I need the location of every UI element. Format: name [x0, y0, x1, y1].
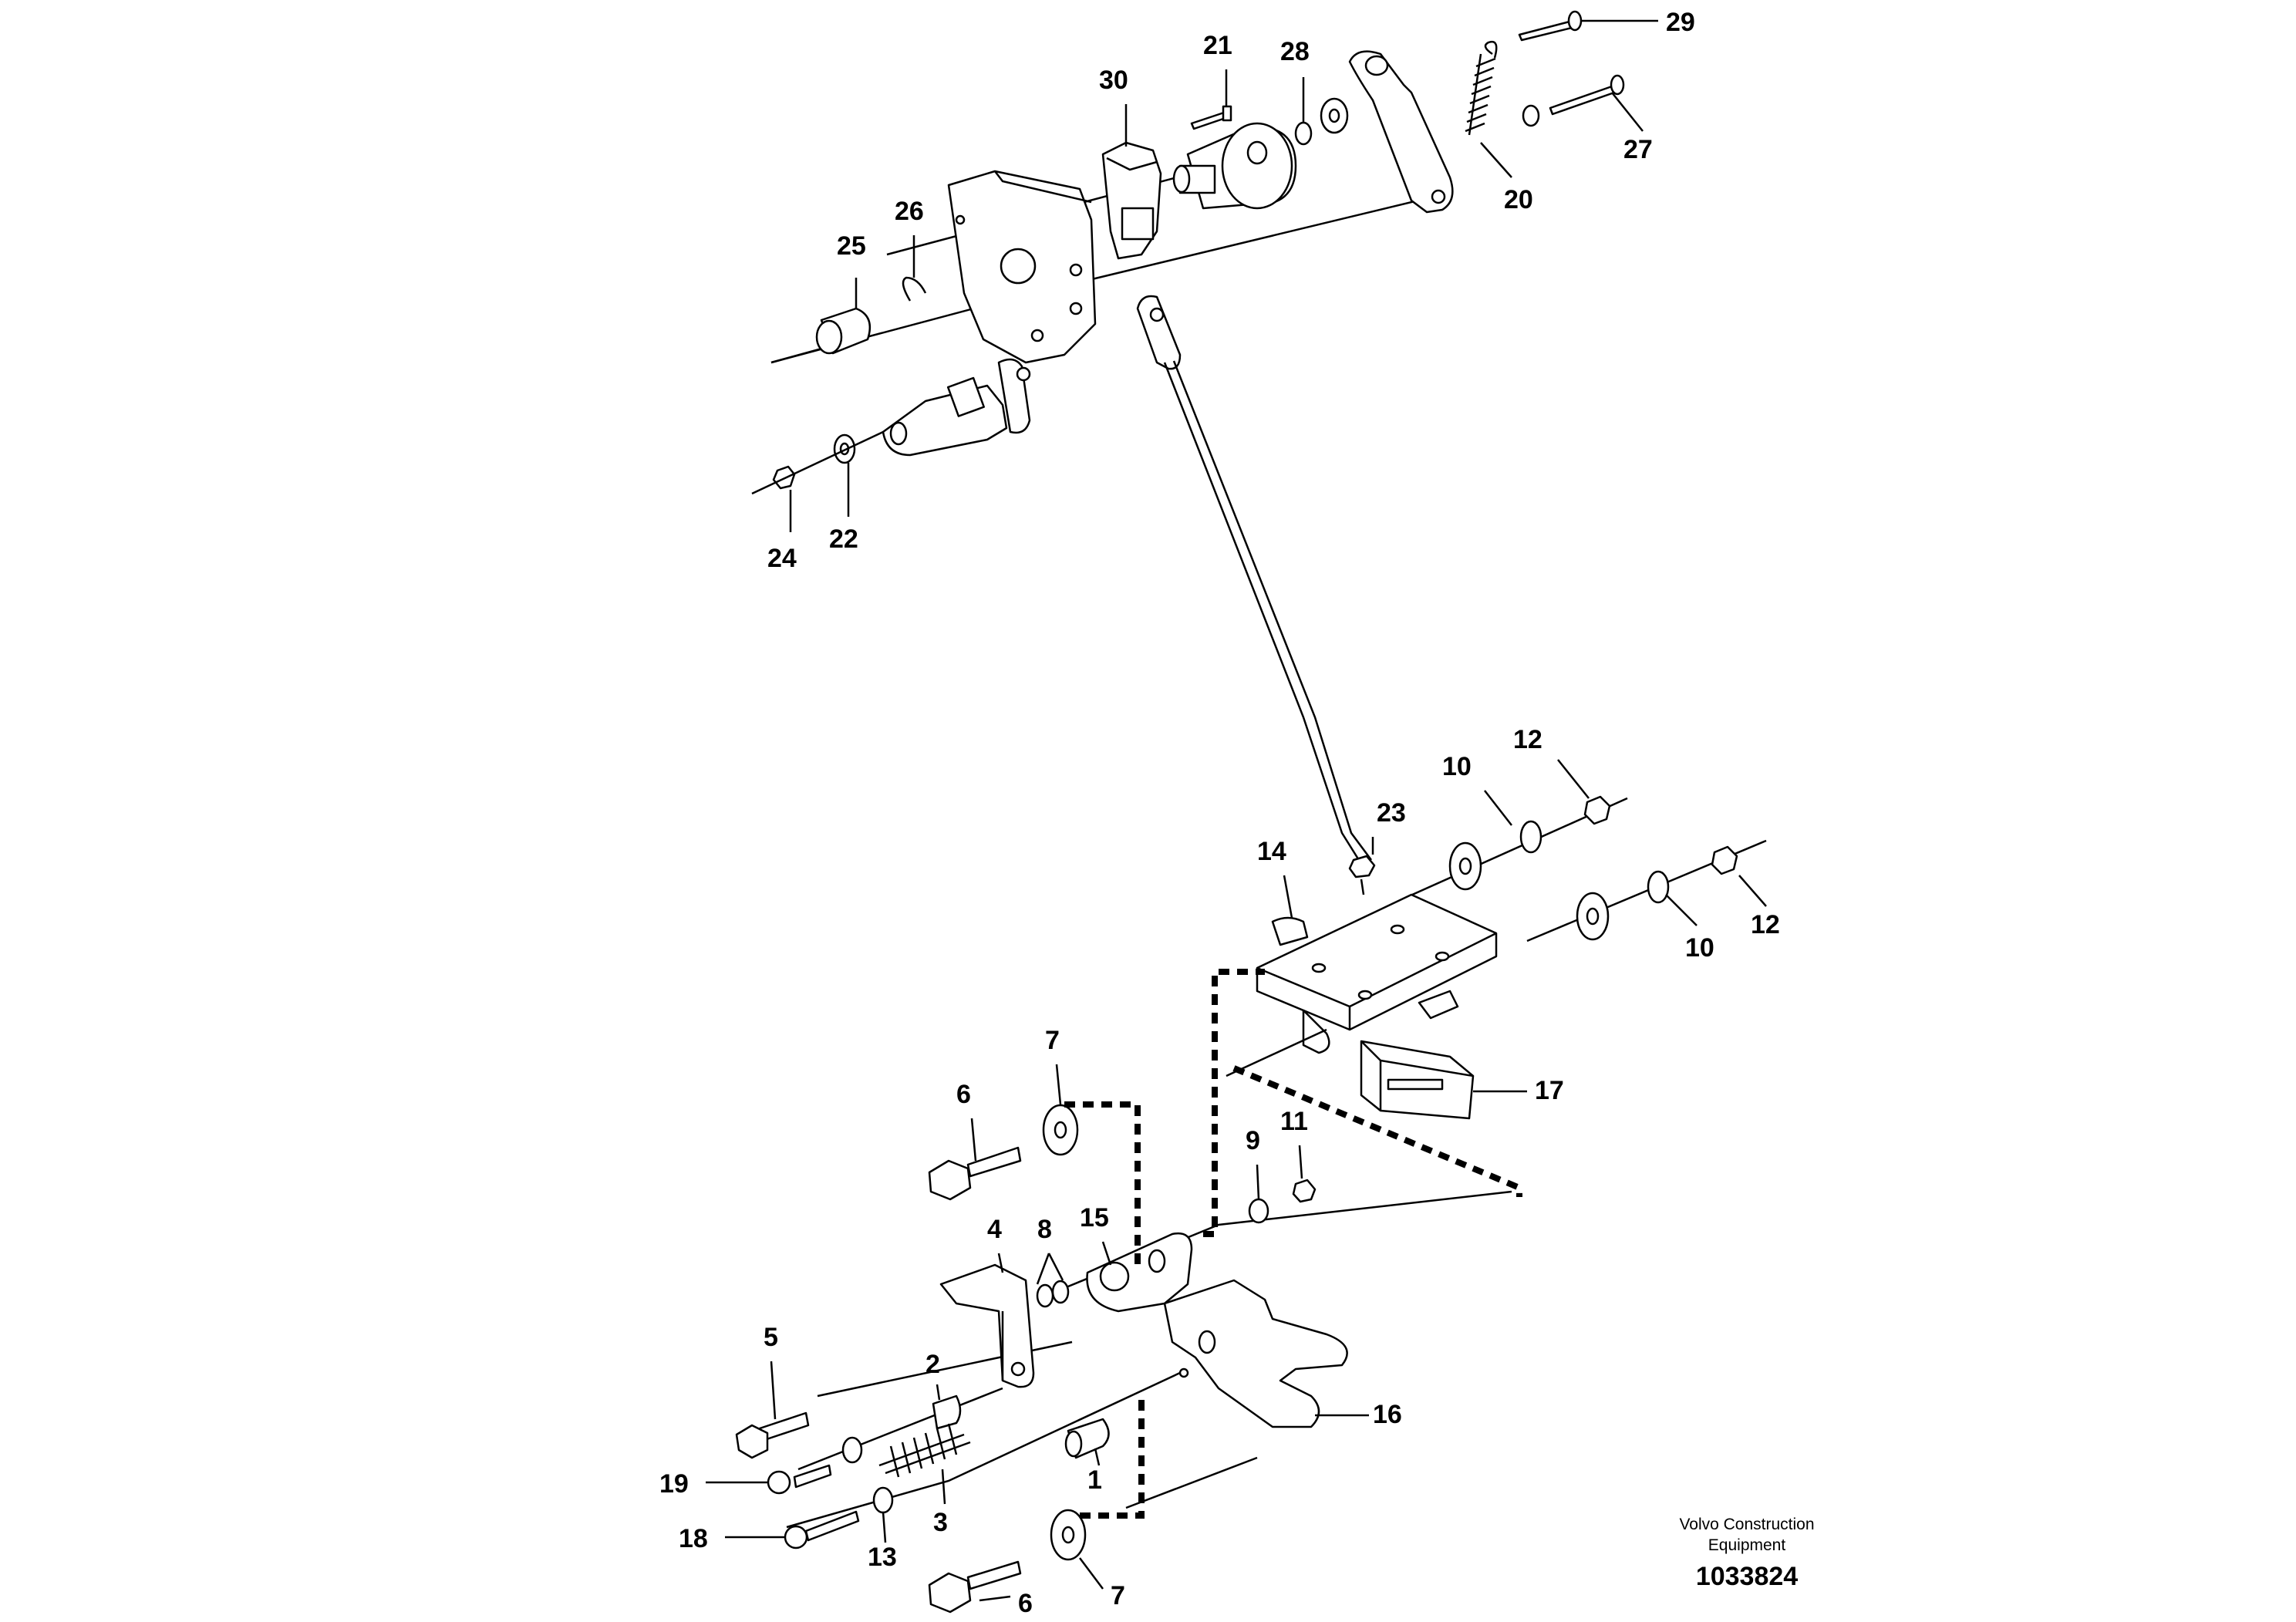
callout-21: 21 — [1203, 31, 1232, 60]
lever-15 — [1086, 1232, 1193, 1313]
assembly-dash-4 — [1080, 1396, 1145, 1519]
pedal-16 — [1163, 1279, 1348, 1428]
callout-9: 9 — [1246, 1126, 1260, 1155]
drawing-footer: Volvo Construction Equipment 1033824 — [1679, 1516, 1814, 1591]
callout-18: 18 — [679, 1524, 708, 1553]
callout-6b: 6 — [1018, 1589, 1033, 1618]
callout-26: 26 — [895, 197, 924, 226]
callout-24: 24 — [767, 544, 797, 573]
pedal-plate-14 — [1256, 893, 1498, 1031]
callout-22: 22 — [829, 524, 858, 554]
drawing-number: 1033824 — [1696, 1562, 1798, 1591]
callout-12b: 12 — [1751, 910, 1780, 939]
callout-13: 13 — [868, 1543, 897, 1572]
callout-14: 14 — [1257, 837, 1286, 866]
callout-17: 17 — [1535, 1076, 1564, 1105]
callout-15: 15 — [1080, 1203, 1109, 1233]
callout-25: 25 — [837, 231, 866, 261]
upper-lever — [1348, 50, 1454, 214]
callout-20: 20 — [1504, 185, 1533, 214]
callout-30: 30 — [1099, 66, 1128, 95]
callout-7b: 7 — [1111, 1581, 1125, 1610]
assembly-dash-1 — [1064, 1101, 1141, 1265]
pedal-rod — [1136, 295, 1182, 370]
assembly-dash-2 — [1203, 969, 1265, 1237]
callout-1: 1 — [1087, 1465, 1102, 1495]
company-line-1: Volvo Construction — [1679, 1516, 1814, 1533]
callout-10a: 10 — [1442, 752, 1472, 781]
fork-clevis — [882, 384, 1008, 457]
upper-pedal-mechanism — [751, 10, 1625, 895]
callout-23: 23 — [1377, 798, 1406, 828]
callout-7a: 7 — [1045, 1026, 1060, 1055]
callout-16: 16 — [1373, 1400, 1402, 1429]
callout-labels: 25 26 30 21 28 29 27 20 24 22 23 14 10 1… — [659, 8, 1780, 1618]
assembly-dash-3 — [1232, 1065, 1522, 1197]
callout-28: 28 — [1280, 37, 1310, 66]
leader-lines — [706, 19, 1767, 1602]
callout-29: 29 — [1666, 8, 1695, 37]
callout-19: 19 — [659, 1469, 689, 1499]
company-line-2: Equipment — [1708, 1536, 1786, 1554]
callout-2: 2 — [925, 1350, 940, 1379]
callout-12a: 12 — [1513, 725, 1542, 754]
callout-10b: 10 — [1685, 933, 1714, 963]
callout-3: 3 — [933, 1508, 948, 1537]
callout-5: 5 — [764, 1323, 778, 1352]
callout-27: 27 — [1623, 135, 1653, 164]
callout-8: 8 — [1037, 1215, 1052, 1244]
bolt-6-top — [966, 1146, 1022, 1178]
callout-11: 11 — [1280, 1107, 1308, 1136]
lower-pedal-mechanism — [735, 795, 1767, 1614]
callout-4: 4 — [987, 1215, 1002, 1244]
callout-6a: 6 — [956, 1080, 971, 1109]
